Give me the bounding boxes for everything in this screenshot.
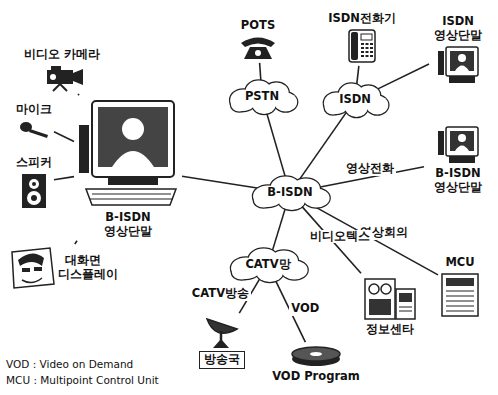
vod-disc-drawing [289, 344, 343, 368]
device-label: 대화면 디스플레이 [58, 254, 108, 282]
network-cloud: PSTN [224, 78, 301, 116]
device-label: 마이크 [16, 103, 52, 117]
video-terminal-drawing [76, 97, 180, 209]
mcu-cabinet-icon [440, 272, 480, 318]
device-label: ISDN전화기 [328, 12, 396, 26]
link-label: CATV방송 [190, 287, 251, 301]
link-label: 비디오텍스 [308, 230, 372, 244]
microphone: 마이크 [16, 103, 52, 141]
video-camera: 비디오 카메라 [24, 48, 100, 92]
network-link [297, 111, 347, 183]
network-cloud: B-ISDN [246, 174, 334, 212]
network-link [182, 176, 264, 189]
device-label: 정보센타 [366, 323, 414, 337]
large-display-drawing [8, 246, 56, 290]
abbreviation-note: VOD : Video on Demand [6, 358, 133, 371]
mcu-cabinet-drawing [440, 272, 480, 318]
telephone: POTS [239, 19, 277, 61]
network-name: PSTN [245, 90, 279, 104]
vod-disc-icon [289, 344, 343, 368]
isdn-telephone: ISDN전화기 [328, 12, 396, 64]
information-center-icon [363, 275, 417, 321]
broadcast-station-drawing [201, 315, 243, 349]
isdn-telephone-drawing [347, 28, 377, 64]
telephone-drawing [239, 35, 277, 61]
information-center-drawing [363, 275, 417, 321]
network-cloud: CATV망 [224, 246, 312, 284]
abbreviation-note: MCU : Multipoint Control Unit [6, 374, 159, 387]
device-label: POTS [241, 19, 275, 33]
device-label: VOD Program [272, 370, 360, 384]
mcu-cabinet: MCU [440, 256, 480, 318]
speaker-icon [20, 172, 48, 210]
video-terminal-icon [435, 125, 481, 165]
video-terminal-drawing [435, 45, 481, 85]
video-terminal-drawing [435, 125, 481, 165]
video-camera-drawing [39, 64, 85, 92]
video-terminal-icon [435, 45, 481, 85]
video-camera-icon [39, 64, 85, 92]
video-terminal: ISDN 영상단말 [431, 15, 485, 85]
link-label: 영상전화 [344, 162, 396, 176]
video-terminal: B-ISDN 영상단말 [76, 97, 180, 239]
microphone-drawing [18, 119, 50, 141]
network-link [54, 177, 74, 180]
broadcast-station-icon [201, 315, 243, 349]
isdn-telephone-icon [347, 28, 377, 64]
broadcast-station: 방송국 [199, 315, 245, 369]
network-name: B-ISDN [267, 186, 312, 200]
video-terminal-icon [76, 97, 180, 209]
network-link [54, 132, 74, 142]
device-label: ISDN 영상단말 [431, 15, 485, 43]
network-link [265, 108, 287, 183]
network-link [271, 204, 286, 255]
network-name: CATV망 [245, 258, 290, 272]
speaker: 스피커 [16, 156, 52, 210]
vod-disc: VOD Program [272, 344, 360, 384]
network-link [75, 241, 77, 244]
device-label: 스피커 [16, 156, 52, 170]
network-name: ISDN [339, 93, 371, 107]
link-label: VOD [289, 302, 321, 316]
speaker-drawing [20, 172, 48, 210]
device-label: MCU [445, 256, 474, 270]
device-label: 방송국 [199, 351, 245, 369]
network-link [377, 64, 429, 89]
device-label: B-ISDN 영상단말 [92, 211, 164, 239]
information-center: 정보센타 [363, 275, 417, 337]
microphone-icon [18, 119, 50, 141]
network-cloud: ISDN [318, 81, 392, 119]
network-link [77, 94, 79, 95]
large-display-icon [8, 246, 56, 290]
large-display: 대화면 디스플레이 [8, 246, 108, 290]
video-terminal: B-ISDN 영상단말 [426, 125, 490, 195]
telephone-icon [239, 35, 277, 61]
device-label: B-ISDN 영상단말 [426, 167, 490, 195]
device-label: 비디오 카메라 [24, 48, 100, 62]
